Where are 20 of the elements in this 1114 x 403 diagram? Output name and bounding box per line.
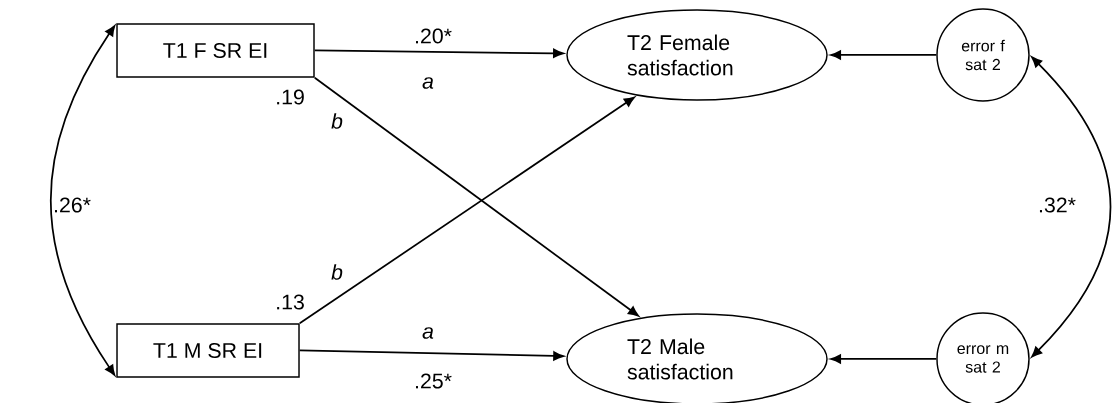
path-arrow	[313, 76, 640, 317]
path-arrow	[830, 50, 938, 60]
path-arrow	[830, 354, 938, 364]
path-arrow	[298, 96, 635, 325]
path-label: a	[422, 327, 434, 339]
path-arrow	[313, 48, 564, 58]
path-arrow	[1031, 56, 1112, 358]
path-label: a	[422, 77, 434, 89]
variable-box: T1 F SR EI	[116, 23, 315, 78]
edge-label: .26*	[55, 197, 91, 213]
edge-label: .25*	[416, 373, 452, 389]
path-label: b	[331, 113, 343, 129]
path-arrow	[49, 25, 116, 376]
edge-label: .13	[277, 294, 304, 310]
edge-label: .20*	[416, 28, 452, 44]
path-arrow	[298, 349, 565, 361]
edge-label: .19	[277, 89, 304, 105]
variable-box: T1 M SR EI	[116, 323, 300, 378]
edge-label: .32*	[1039, 197, 1076, 213]
path-label: b	[331, 264, 343, 280]
